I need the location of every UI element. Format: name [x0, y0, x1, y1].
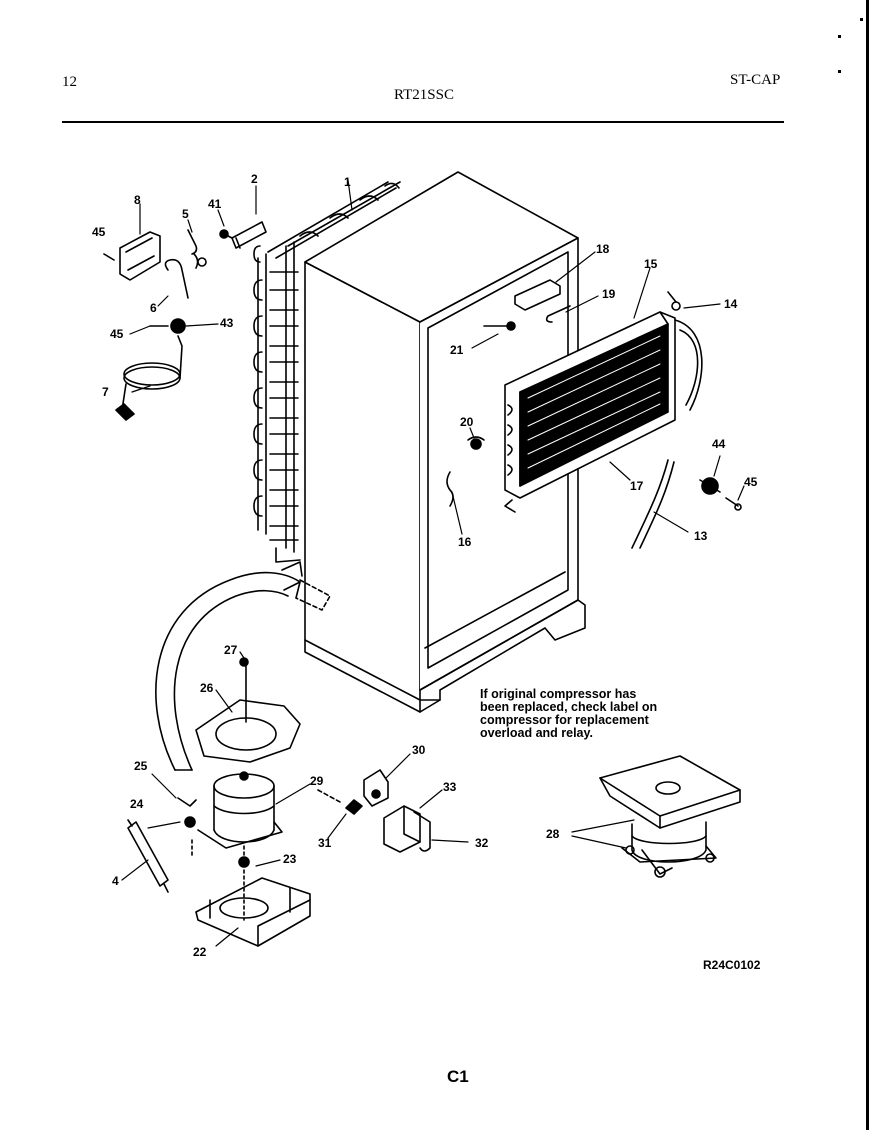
small-parts-drawing — [446, 279, 742, 511]
alt-compressor-drawing — [599, 755, 741, 878]
callout-4: 4 — [112, 874, 119, 888]
callout-1: 1 — [344, 175, 351, 189]
callout-31: 31 — [318, 836, 332, 850]
scan-mark — [860, 18, 863, 21]
scan-edge — [866, 0, 869, 1130]
callout-45-left: 45 — [110, 327, 124, 341]
callout-23: 23 — [283, 852, 297, 866]
drain-tube-drawing — [155, 571, 301, 771]
callout-13: 13 — [694, 529, 708, 543]
callout-27: 27 — [224, 643, 238, 657]
control-parts-drawing — [103, 221, 267, 421]
callout-45-topleft: 45 — [92, 225, 106, 239]
callout-5: 5 — [182, 207, 189, 221]
note-line: been replaced, check label on — [480, 700, 658, 714]
callout-20: 20 — [460, 415, 474, 429]
callout-41: 41 — [208, 197, 222, 211]
callout-30: 30 — [412, 743, 426, 757]
callout-26: 26 — [200, 681, 214, 695]
header-rule — [62, 121, 784, 123]
evaporator-drawing — [504, 311, 703, 513]
callout-33: 33 — [443, 780, 457, 794]
callout-28: 28 — [546, 827, 560, 841]
callout-19: 19 — [602, 287, 616, 301]
condenser-coil-drawing — [253, 181, 401, 611]
part-callouts: 1 2 4 5 6 7 8 13 14 15 16 17 18 19 20 21… — [92, 172, 758, 959]
callout-14: 14 — [724, 297, 738, 311]
callout-43: 43 — [220, 316, 234, 330]
callout-21: 21 — [450, 343, 464, 357]
section-code: ST-CAP — [730, 72, 781, 88]
callout-7: 7 — [102, 385, 109, 399]
compressor-note: If original compressor has been replaced… — [480, 688, 720, 740]
leader-lines — [121, 179, 745, 947]
callout-2: 2 — [251, 172, 258, 186]
callout-16: 16 — [458, 535, 472, 549]
scan-mark — [838, 35, 841, 38]
callout-17: 17 — [630, 479, 644, 493]
scan-mark — [838, 70, 841, 73]
diagram-id: R24C0102 — [703, 958, 761, 972]
tubing-drawing — [631, 459, 675, 549]
callout-18: 18 — [596, 242, 610, 256]
callout-6: 6 — [150, 301, 157, 315]
callout-25: 25 — [134, 759, 148, 773]
callout-32: 32 — [475, 836, 489, 850]
note-line: overload and relay. — [480, 726, 594, 740]
note-line: compressor for replacement — [480, 713, 649, 727]
callout-29: 29 — [310, 774, 324, 788]
compressor-assembly-drawing — [127, 657, 431, 947]
page-label: C1 — [447, 1067, 469, 1086]
note-line: If original compressor has — [480, 687, 637, 701]
callout-15: 15 — [644, 257, 658, 271]
callout-22: 22 — [193, 945, 207, 959]
model-number: RT21SSC — [394, 87, 454, 103]
callout-24: 24 — [130, 797, 144, 811]
cabinet-drawing — [304, 171, 586, 713]
callout-8: 8 — [134, 193, 141, 207]
callout-45-right: 45 — [744, 475, 758, 489]
callout-44: 44 — [712, 437, 726, 451]
page-number: 12 — [62, 74, 77, 90]
